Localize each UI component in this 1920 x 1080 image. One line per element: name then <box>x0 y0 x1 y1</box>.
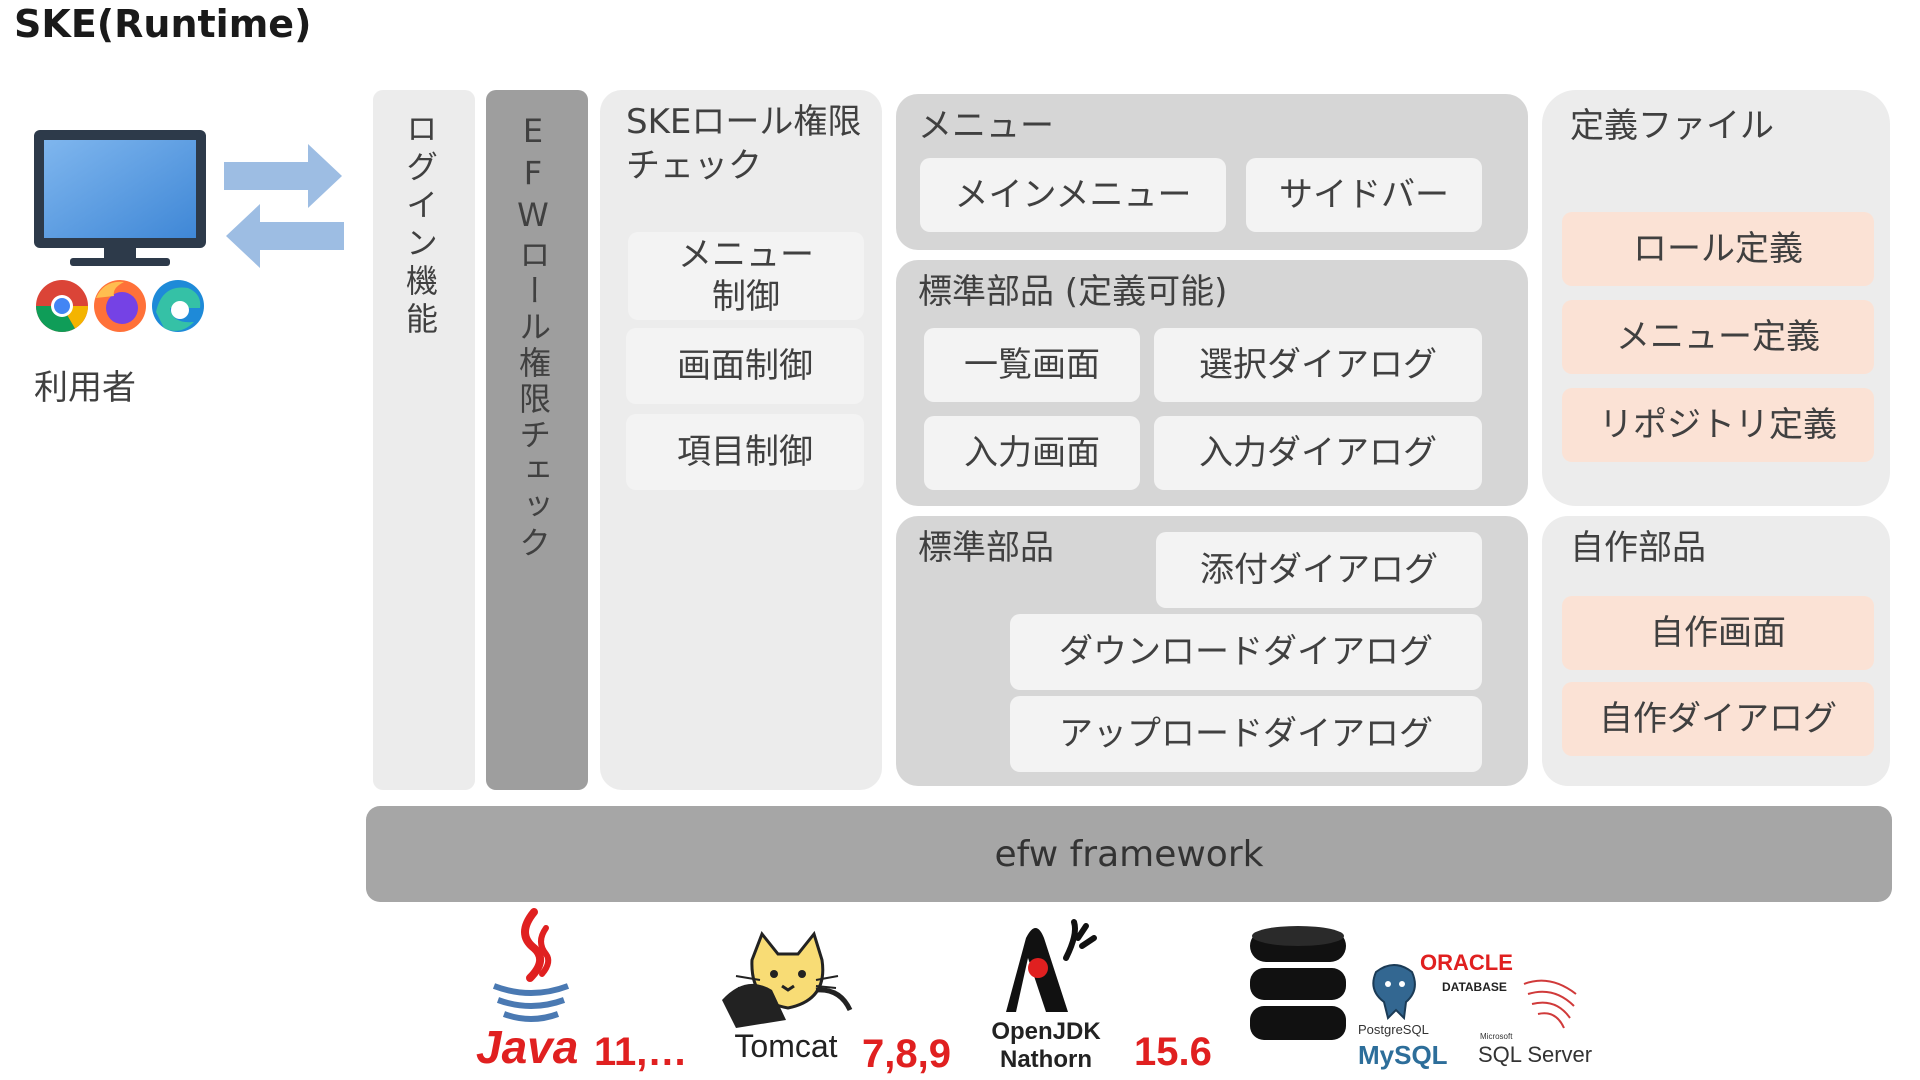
java-name: Java <box>476 1021 579 1073</box>
response-arrow <box>224 204 344 268</box>
sqlserver-small-text: Microsoft <box>1480 1032 1513 1041</box>
postgresql-elephant-icon <box>1372 964 1416 1020</box>
upload-dialog-box: アップロードダイアログ <box>1010 696 1482 772</box>
openjdk-name-line1: OpenJDK <box>991 1018 1101 1045</box>
menu-control-box: メニュー 制御 <box>628 232 864 320</box>
download-dialog-box: ダウンロードダイアログ <box>1010 614 1482 690</box>
tomcat-logo: Tomcat <box>716 930 856 1064</box>
chrome-icon <box>36 280 88 332</box>
input-screen-box: 入力画面 <box>924 416 1140 490</box>
db-vendor-logos: ORACLE DATABASE PostgreSQL MySQL Microso… <box>1358 950 1594 1076</box>
user-label: 利用者 <box>34 368 136 408</box>
edge-icon <box>152 280 204 332</box>
standard-panel: 標準部品 添付ダイアログ ダウンロードダイアログ アップロードダイアログ <box>896 516 1528 786</box>
definition-files-title: 定義ファイル <box>1570 106 1774 146</box>
role-definition-box: ロール定義 <box>1562 212 1874 286</box>
java-logo: Java <box>476 908 586 1078</box>
definition-files-panel: 定義ファイル ロール定義 メニュー定義 リポジトリ定義 <box>1542 90 1890 506</box>
screen-control-box: 画面制御 <box>626 328 864 404</box>
oracle-db-text: DATABASE <box>1442 980 1507 994</box>
openjdk-version: 15.6 <box>1134 1030 1212 1074</box>
ske-role-panel: SKEロール権限チェック メニュー 制御 画面制御 項目制御 <box>600 90 882 790</box>
firefox-icon <box>94 280 146 332</box>
mysql-text: MySQL <box>1358 1040 1448 1070</box>
openjdk-name-line2: Nathorn <box>1000 1046 1092 1073</box>
item-control-box: 項目制御 <box>626 414 864 490</box>
select-dialog-box: 選択ダイアログ <box>1154 328 1482 402</box>
ske-role-title: SKEロール権限チェック <box>626 102 862 187</box>
request-arrow <box>224 144 344 208</box>
oracle-logo-text: ORACLE <box>1420 950 1513 975</box>
tomcat-version: 7,8,9 <box>862 1032 951 1076</box>
database-icon <box>1246 920 1350 1050</box>
login-label: ログイン機能 <box>401 112 439 340</box>
menu-panel: メニュー メインメニュー サイドバー <box>896 94 1528 250</box>
efw-role-label: EFWロール権限チェック <box>514 112 552 562</box>
login-panel: ログイン機能 <box>373 90 475 790</box>
custom-dialog-box: 自作ダイアログ <box>1562 682 1874 756</box>
standard-definable-panel: 標準部品 (定義可能) 一覧画面 選択ダイアログ 入力画面 入力ダイアログ <box>896 260 1528 506</box>
monitor-icon <box>34 130 206 266</box>
efw-framework-bar: efw framework <box>366 806 1892 902</box>
standard-title: 標準部品 <box>918 528 1054 568</box>
sqlserver-wave-icon <box>1523 979 1577 1029</box>
user-monitor <box>30 128 210 270</box>
java-version: 11,… <box>594 1030 688 1074</box>
sidebar-box: サイドバー <box>1246 158 1482 232</box>
repository-definition-box: リポジトリ定義 <box>1562 388 1874 462</box>
custom-screen-box: 自作画面 <box>1562 596 1874 670</box>
list-screen-box: 一覧画面 <box>924 328 1140 402</box>
sqlserver-text: SQL Server <box>1478 1042 1593 1067</box>
browser-icons <box>34 278 206 334</box>
page-title: SKE(Runtime) <box>14 2 312 46</box>
menu-title: メニュー <box>918 106 1054 146</box>
attach-dialog-box: 添付ダイアログ <box>1156 532 1482 608</box>
postgresql-text: PostgreSQL <box>1358 1022 1429 1037</box>
main-menu-box: メインメニュー <box>920 158 1226 232</box>
custom-parts-title: 自作部品 <box>1570 528 1706 568</box>
openjdk-logo: OpenJDK Nathorn <box>986 918 1106 1078</box>
input-dialog-box: 入力ダイアログ <box>1154 416 1482 490</box>
custom-parts-panel: 自作部品 自作画面 自作ダイアログ <box>1542 516 1890 786</box>
efw-role-panel: EFWロール権限チェック <box>486 90 588 790</box>
tomcat-name: Tomcat <box>734 1028 838 1064</box>
menu-definition-box: メニュー定義 <box>1562 300 1874 374</box>
standard-definable-title: 標準部品 (定義可能) <box>918 272 1228 312</box>
